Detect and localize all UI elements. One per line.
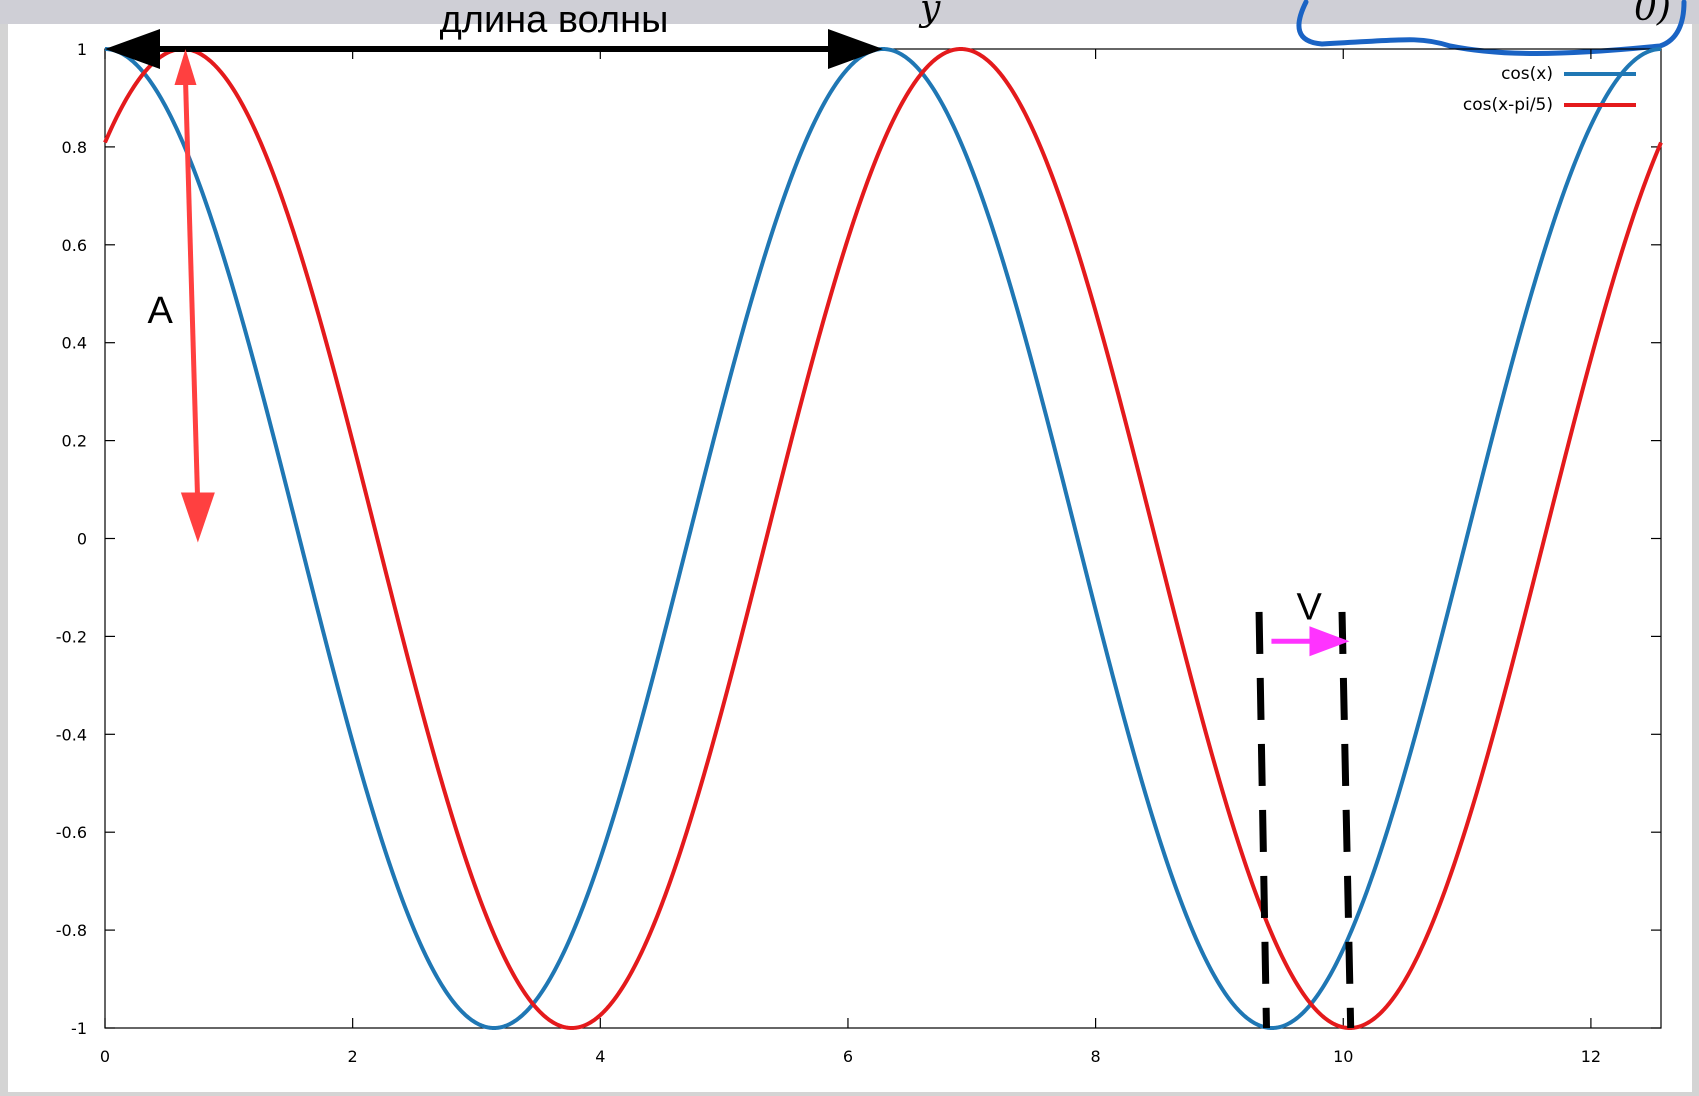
velocity-label: V	[1296, 586, 1322, 628]
x-tick-label: 2	[348, 1047, 358, 1066]
y-tick-label: 0.8	[62, 138, 87, 157]
x-tick-label: 12	[1581, 1047, 1601, 1066]
y-tick-label: 0.6	[62, 236, 87, 255]
x-tick-label: 4	[595, 1047, 605, 1066]
amplitude-label: A	[147, 290, 173, 332]
velocity-arrowhead	[1309, 626, 1350, 657]
y-tick-label: -0.2	[56, 627, 87, 646]
legend: cos(x) cos(x-pi/5)	[1463, 64, 1636, 115]
y-tick-label: 0.2	[62, 432, 87, 451]
legend-label-cos-x: cos(x)	[1501, 64, 1553, 84]
plot-background	[8, 24, 1692, 1092]
amplitude-arrowhead-top	[174, 49, 197, 85]
formula-highlight-stroke	[1296, 0, 1687, 56]
y-tick-label: 0	[77, 530, 87, 549]
x-tick-label: 8	[1091, 1047, 1101, 1066]
y-tick-group: 1 0.8 0.6 0.4 0.2 0 -0.2 -0.4 -0.6 -0.8 -1	[56, 40, 1661, 1038]
x-tick-label: 10	[1333, 1047, 1353, 1066]
y-tick-label: -0.8	[56, 921, 87, 940]
dashed-line-left	[1255, 611, 1270, 1029]
wavelength-arrowhead-left	[105, 29, 160, 69]
x-tick-label: 0	[100, 1047, 110, 1066]
formula-fragment-y: y	[918, 0, 941, 29]
wavelength-label: длина волны	[440, 0, 669, 41]
y-tick-label: 0.4	[62, 334, 87, 353]
wavelength-arrowhead-right	[828, 29, 883, 69]
legend-label-cos-x-pi-5: cos(x-pi/5)	[1463, 95, 1553, 115]
annotations: длина волны A V	[105, 0, 1355, 1029]
y-tick-label: 1	[77, 40, 87, 59]
top-strip	[0, 0, 1699, 24]
amplitude-arrow-shaft	[182, 78, 201, 509]
series-line-cos-x-pi-5	[103, 47, 1663, 1030]
formula-fragment-right: 0)	[1634, 0, 1671, 29]
dashed-line-right	[1338, 611, 1355, 1029]
x-tick-label: 6	[843, 1047, 853, 1066]
y-tick-label: -0.4	[56, 725, 87, 744]
y-tick-label: -1	[71, 1019, 87, 1038]
amplitude-arrowhead-bottom	[180, 492, 215, 543]
axes: 0 2 4 6 8 10 12 1 0.8 0.6 0.4 0.2 0 -0.2 -0.4 -0.6 -0.8…	[56, 40, 1662, 1066]
y-tick-label: -0.6	[56, 823, 87, 842]
